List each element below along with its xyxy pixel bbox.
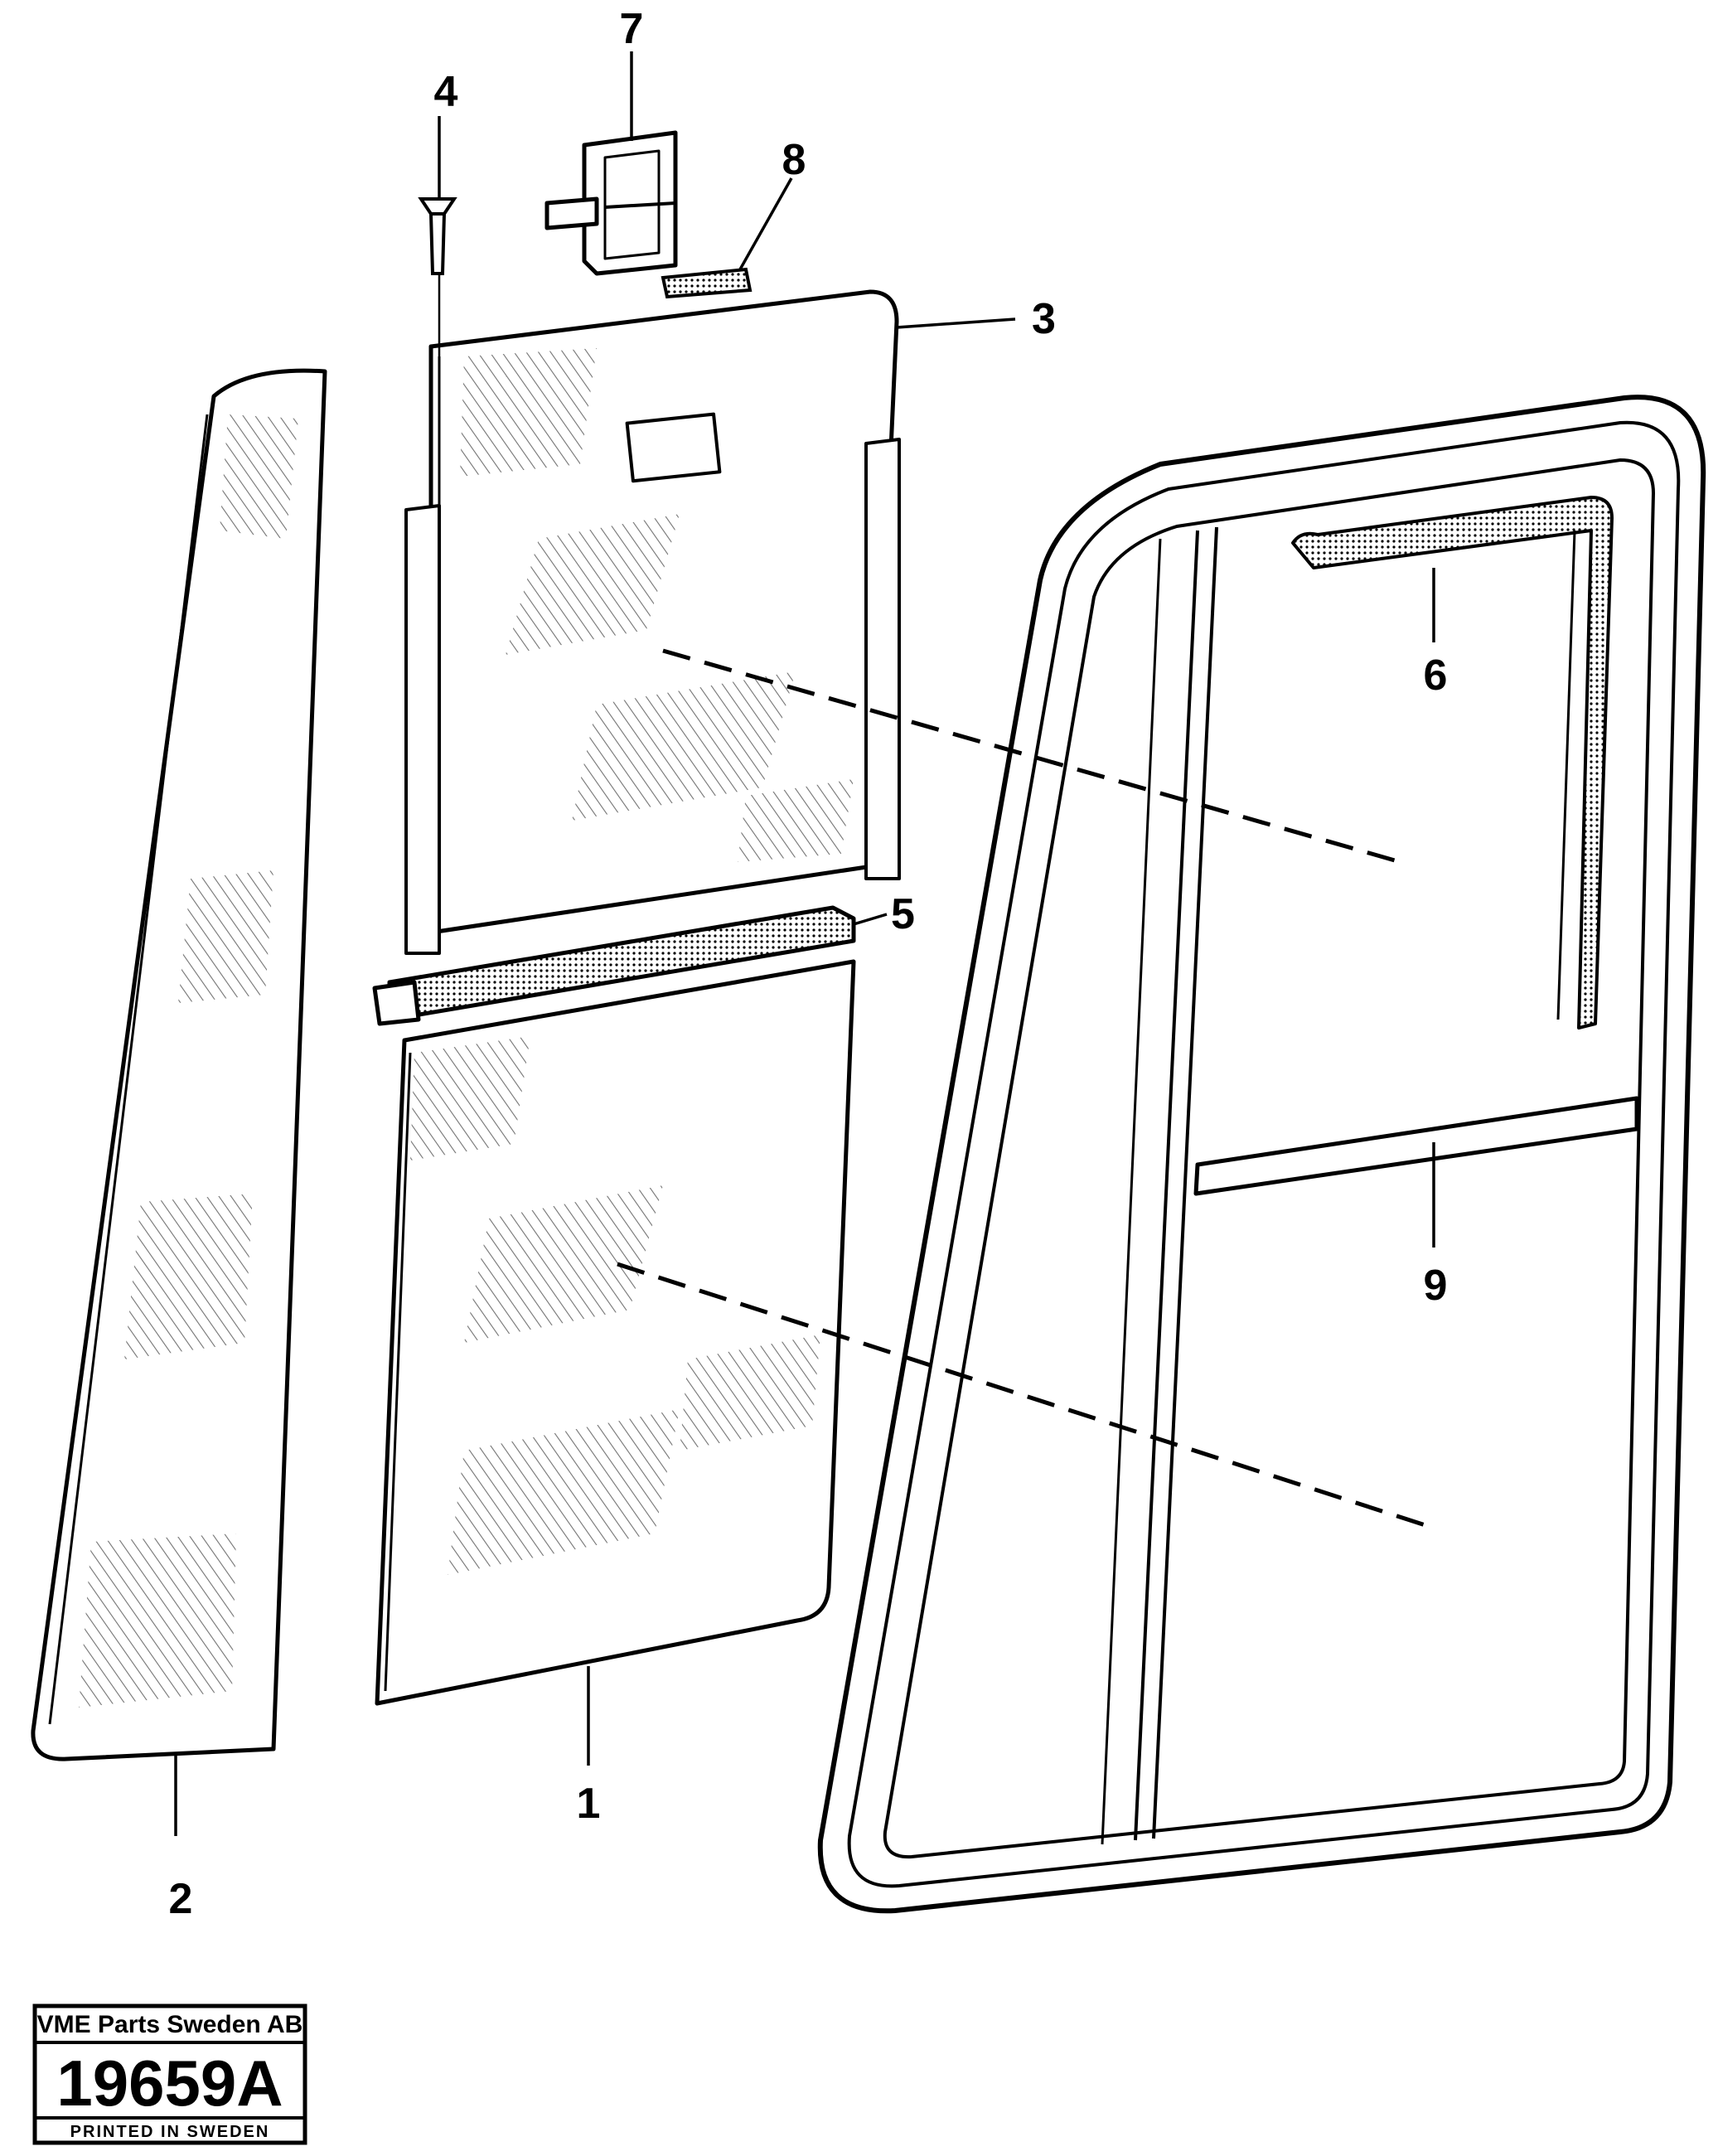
- pin-part-4: [418, 197, 457, 275]
- lower-glass-part-1: [375, 959, 856, 1706]
- callout-1: 1: [577, 1780, 601, 1828]
- callout-2: 2: [169, 1875, 193, 1923]
- callout-3: 3: [1032, 295, 1056, 343]
- quarter-glass-part-2: [31, 368, 327, 1761]
- callout-9: 9: [1424, 1262, 1448, 1310]
- callout-8: 8: [782, 136, 806, 184]
- latch-part-7: [544, 130, 678, 276]
- drawing-stamp: VME Parts Sweden AB 19659A PRINTED IN SW…: [32, 2003, 307, 2145]
- stamp-drawing-number: 19659A: [56, 2047, 283, 2120]
- pad-part-8: [661, 267, 753, 299]
- stamp-company: VME Parts Sweden AB: [37, 2011, 303, 2038]
- callout-5: 5: [891, 890, 915, 938]
- middle-rail-part-5: [372, 905, 856, 1026]
- callout-6: 6: [1424, 652, 1448, 700]
- leader-lines: [174, 51, 1435, 1836]
- window-frame: [817, 395, 1706, 1914]
- callout-7: 7: [620, 5, 644, 53]
- dashed-placement-lines: [617, 648, 1426, 1528]
- upper-glass-part-3: [404, 289, 901, 955]
- stamp-printed: PRINTED IN SWEDEN: [70, 2123, 270, 2141]
- callout-4: 4: [434, 68, 458, 116]
